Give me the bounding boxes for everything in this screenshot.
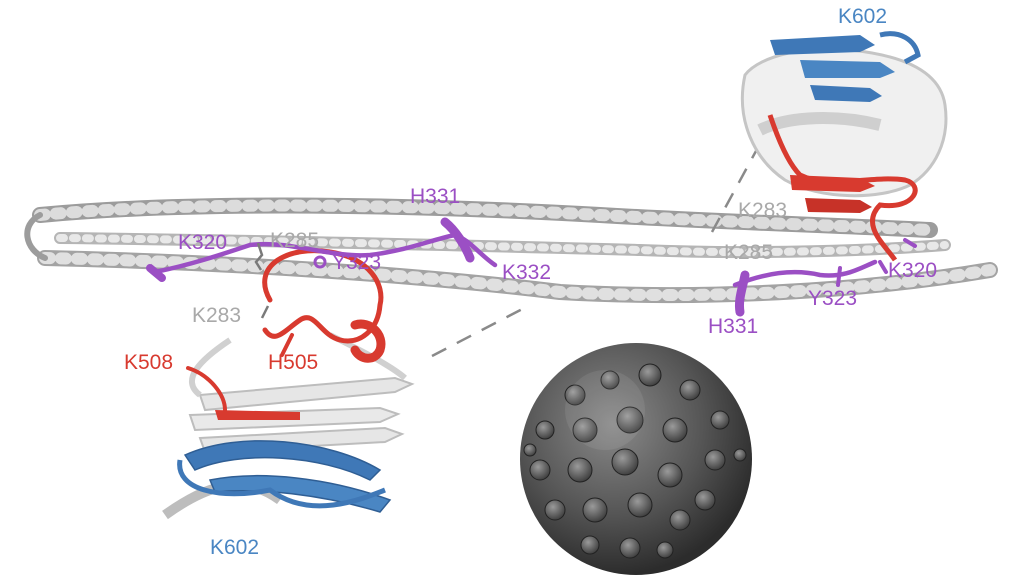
left-red-loop [186,248,386,412]
y323-right-sidechain [836,266,842,287]
label-h331-top: H331 [410,185,461,208]
right-red-sheet-2 [805,198,872,213]
label-y323-left: Y323 [332,251,382,274]
helix-left-end-loop [24,212,48,261]
label-k332: K332 [502,261,552,284]
right-blue-sheet-3 [810,85,882,102]
left-red-sheet [215,410,300,420]
capsid-knobs [523,363,747,559]
k508-loop [186,366,227,412]
left-blue-sheet-1 [183,440,382,481]
right-blue-sheet-2 [800,60,895,78]
right-white-helix [757,112,882,136]
k283-left-sidechain [260,305,270,319]
h505-sidechain [280,333,294,357]
k320-right-tip [903,238,917,248]
label-k285-right: K285 [724,241,774,264]
label-k285-left: K285 [270,229,320,252]
right-beta-domain [740,31,948,262]
left-red-helix [350,319,386,363]
h331-bottom-helix [735,270,750,317]
helix-lower-coil [39,252,996,302]
dashed-linker-left [431,303,531,358]
capsid-sphere [520,343,752,575]
label-h331-bottom: H331 [708,315,759,338]
label-k283-left: K283 [192,304,242,327]
left-purple-loop [146,217,498,282]
label-k602-bottom: K602 [210,536,260,559]
left-white-sheet-1 [198,376,415,412]
k320-right-sidechain [878,260,888,274]
h331-top-helix [440,217,475,263]
capsid-highlight [565,370,645,450]
left-blue-loop [177,459,386,509]
left-purple-end [146,264,166,282]
right-purple-loop-path [732,259,878,288]
right-red-sheet-1 [790,175,875,192]
helix-upper-coil [34,199,936,236]
label-h505: H505 [268,351,319,374]
label-k602-top: K602 [838,5,888,28]
helix-middle-coil [56,234,949,257]
k285-left-sidechain [254,242,264,271]
left-red-loop-path [262,248,384,344]
label-k320-left: K320 [178,231,228,254]
helix-bundle [24,197,998,304]
y323-left-ring [313,255,327,269]
right-red-loop [767,114,918,262]
left-gray-sidechains [254,242,270,319]
label-y323-right: Y323 [808,287,858,310]
right-purple-loop [732,238,917,317]
right-blue-sheet-1 [770,35,875,55]
label-k508: K508 [124,351,174,374]
right-blue-loop [879,31,921,65]
label-k283-right: K283 [738,199,788,222]
label-k320-right: K320 [888,259,938,282]
